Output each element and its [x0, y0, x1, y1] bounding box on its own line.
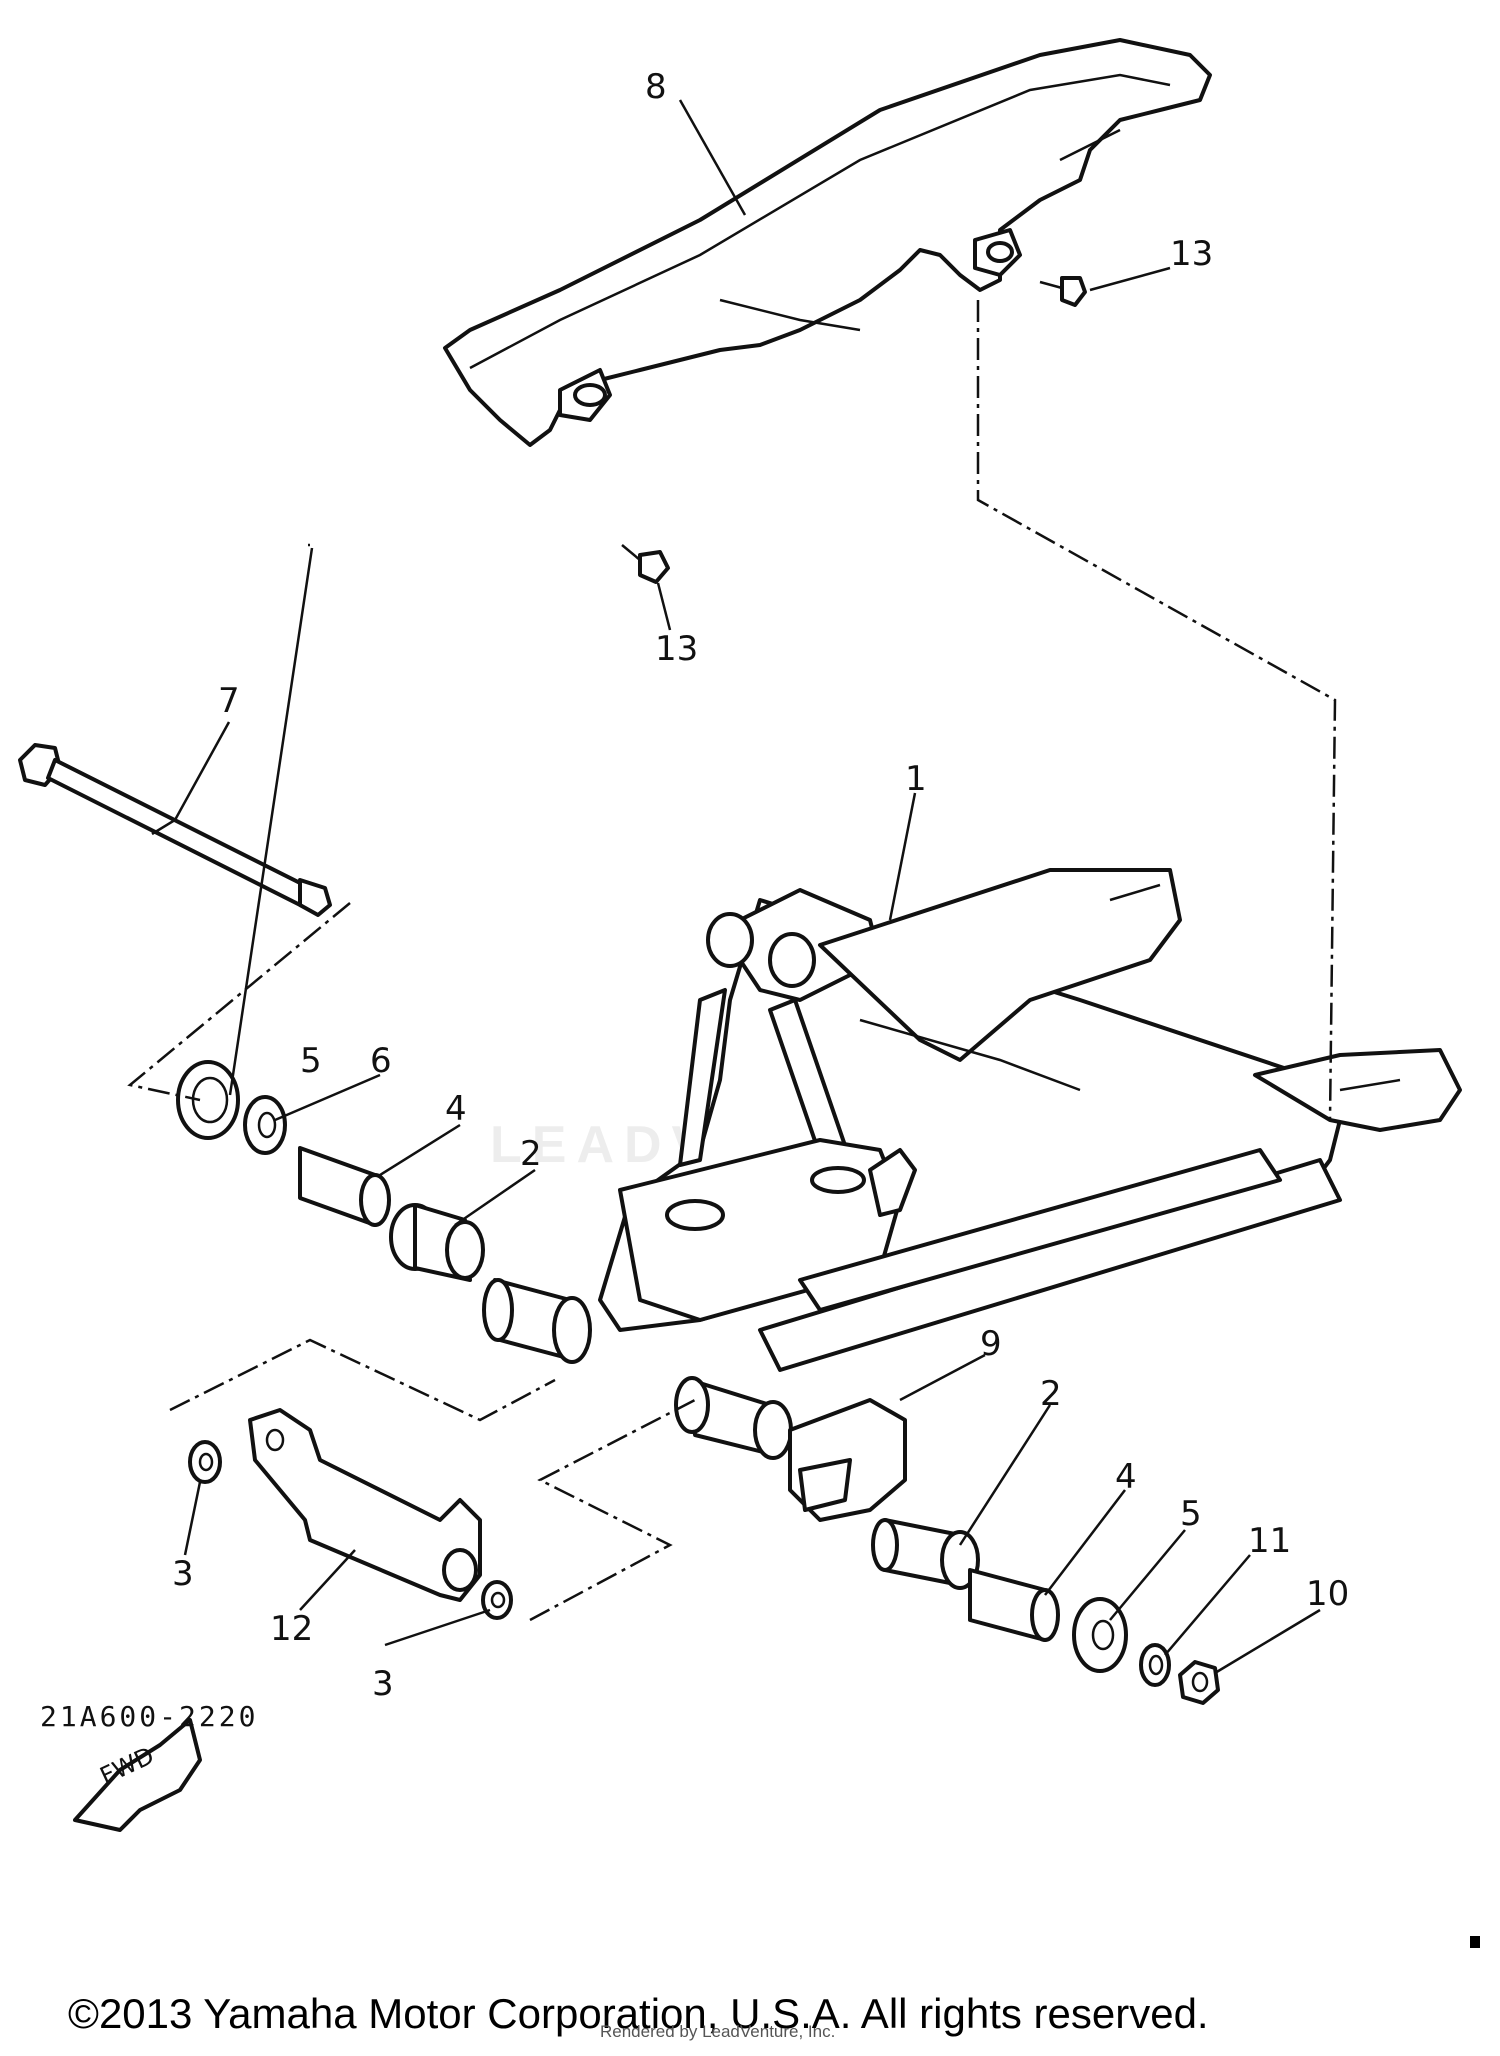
corner-marker	[1470, 1936, 1480, 1948]
callout-13-upper: 13	[1170, 234, 1213, 274]
oil-seal-left-part	[176, 1060, 240, 1140]
bolt-upper-part	[1039, 276, 1087, 307]
swingarm-part	[598, 868, 1462, 1372]
chain-case-part	[443, 38, 1212, 447]
washer-upper-part	[188, 1440, 222, 1484]
callout-7: 9	[980, 1324, 1002, 1364]
diagram-code: 21A600-2220	[40, 1700, 259, 1733]
bracket-arm-part	[248, 1408, 482, 1602]
bolt-lower-part	[621, 544, 670, 584]
bushing-right-part	[871, 1518, 980, 1590]
forward-arrow-icon: FWD	[73, 1718, 202, 1832]
callout-1: 1	[905, 759, 927, 799]
washer-lower-part	[481, 1580, 513, 1620]
swingarm-pivot-right	[674, 1376, 793, 1460]
callout-8: 12	[270, 1609, 313, 1649]
callout-3-upper: 3	[172, 1554, 194, 1594]
swingarm-pivot-left	[482, 1278, 592, 1364]
assembly-centerlines	[127, 300, 1337, 1622]
callout-10: 10	[1306, 1574, 1349, 1614]
callout-5-right: 5	[1180, 1494, 1202, 1534]
callout-9: 7	[218, 681, 240, 721]
callout-3-lower: 3	[372, 1664, 394, 1704]
pivot-shaft-part	[18, 743, 332, 917]
callout-2-left: 2	[520, 1134, 542, 1174]
callout-11: 11	[1248, 1521, 1291, 1561]
collar-right-part	[968, 1568, 1060, 1642]
render-credit: Rendered by LeadVenture, Inc.	[600, 2022, 836, 2041]
lock-washer-part	[1139, 1643, 1171, 1687]
collar-left-part	[298, 1146, 391, 1227]
callout-12: 8	[645, 67, 667, 107]
chain-guide-part	[788, 1398, 907, 1522]
callout-5-left: 5	[300, 1041, 322, 1081]
copyright-notice: ©2013 Yamaha Motor Corporation, U.S.A. A…	[68, 1990, 1209, 2037]
callout-6: 6	[370, 1041, 392, 1081]
callout-4-left: 4	[445, 1089, 467, 1129]
callout-13-lower: 13	[655, 629, 698, 669]
bushing-left-part	[389, 1203, 485, 1282]
callout-4-right: 4	[1115, 1457, 1137, 1497]
callout-2-right: 2	[1040, 1374, 1062, 1414]
nut-part	[1178, 1660, 1220, 1705]
washer-part	[243, 1095, 287, 1155]
callout-leaders	[151, 99, 1321, 1675]
